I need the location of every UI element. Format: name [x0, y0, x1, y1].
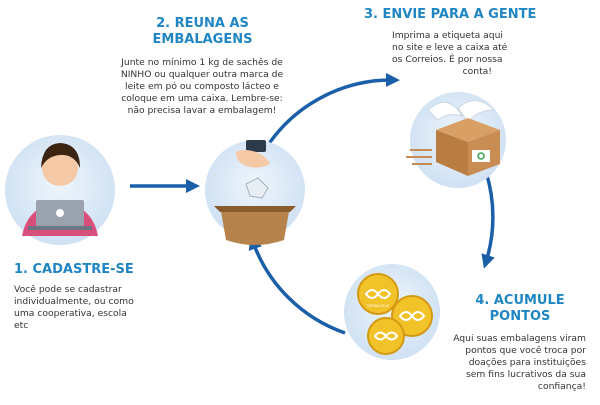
step-3-title-line: 3. ENVIE PARA A GENTE — [364, 7, 537, 22]
step-4-title: 4. ACUMULE PONTOS — [465, 293, 575, 325]
hand-dropping-packaging-into-box-icon — [205, 140, 305, 245]
step-1-description-line: uma cooperativa, escola — [14, 308, 127, 319]
step-3-title: 3. ENVIE PARA A GENTE — [364, 7, 536, 23]
step-2-description-line: NINHO ou qualquer outra marca de — [120, 69, 284, 80]
step-1-title-line: 1. CADASTRE-SE — [14, 262, 134, 277]
cycle-arrow-4-to-2 — [248, 235, 346, 335]
step-3-description-line: conta! — [462, 66, 492, 77]
gold-coins-icon: TERRACYCLE — [344, 264, 440, 360]
step-4-description-line: doações para instituições — [468, 357, 586, 368]
step-4-description-line: confiança! — [537, 381, 586, 392]
step-2-description-line: não precisa lavar a embalagem! — [127, 105, 277, 116]
step-2-description: Junte no mínimo 1 kg de sachês de NINHO … — [112, 57, 292, 117]
step-4-description: Aqui suas embalagens viram pontos que vo… — [446, 333, 586, 393]
cycle-arrow-3-to-4 — [481, 171, 495, 269]
step-1-description: Você pode se cadastrar individualmente, … — [14, 284, 134, 332]
step-4-title-line: 4. ACUMULE — [475, 293, 565, 308]
step-4-description-line: pontos que você troca por — [465, 345, 586, 356]
step-1-description-line: Você pode se cadastrar — [14, 284, 122, 295]
step-1-description-line: individualmente, ou como — [14, 296, 134, 307]
flying-package-icon — [406, 92, 506, 188]
step-4-description-line: Aqui suas embalagens viram — [453, 333, 586, 344]
coin-label: TERRACYCLE — [366, 304, 389, 308]
step-3-description-line: os Correios. É por nossa — [392, 54, 503, 65]
step-2-title-line: 2. REUNA AS — [156, 16, 249, 31]
woman-with-laptop-icon — [5, 135, 115, 245]
step-3-description-line: Imprima a etiqueta aqui — [392, 30, 503, 41]
step-1-description-line: etc — [14, 320, 29, 331]
step-2-title-line: EMBALAGENS — [152, 32, 253, 47]
step-2-title: 2. REUNA AS EMBALAGENS — [150, 16, 255, 48]
step-1-title: 1. CADASTRE-SE — [14, 262, 134, 278]
step-2-description-line: coloque em uma caixa. Lembre-se: — [121, 93, 283, 104]
cycle-arrows — [130, 72, 495, 335]
cycle-arrow-2-to-3 — [266, 72, 400, 146]
step-3-description-line: no site e leve a caixa até — [392, 42, 508, 53]
step-4-description-line: sem fins lucrativos da sua — [465, 369, 586, 380]
step-3-description: Imprima a etiqueta aqui no site e leve a… — [392, 30, 508, 78]
step-2-description-line: leite em pó ou composto lácteo e — [125, 81, 279, 92]
step-4-title-line: PONTOS — [489, 309, 551, 324]
step-2-description-line: Junte no mínimo 1 kg de sachês de — [121, 57, 283, 68]
